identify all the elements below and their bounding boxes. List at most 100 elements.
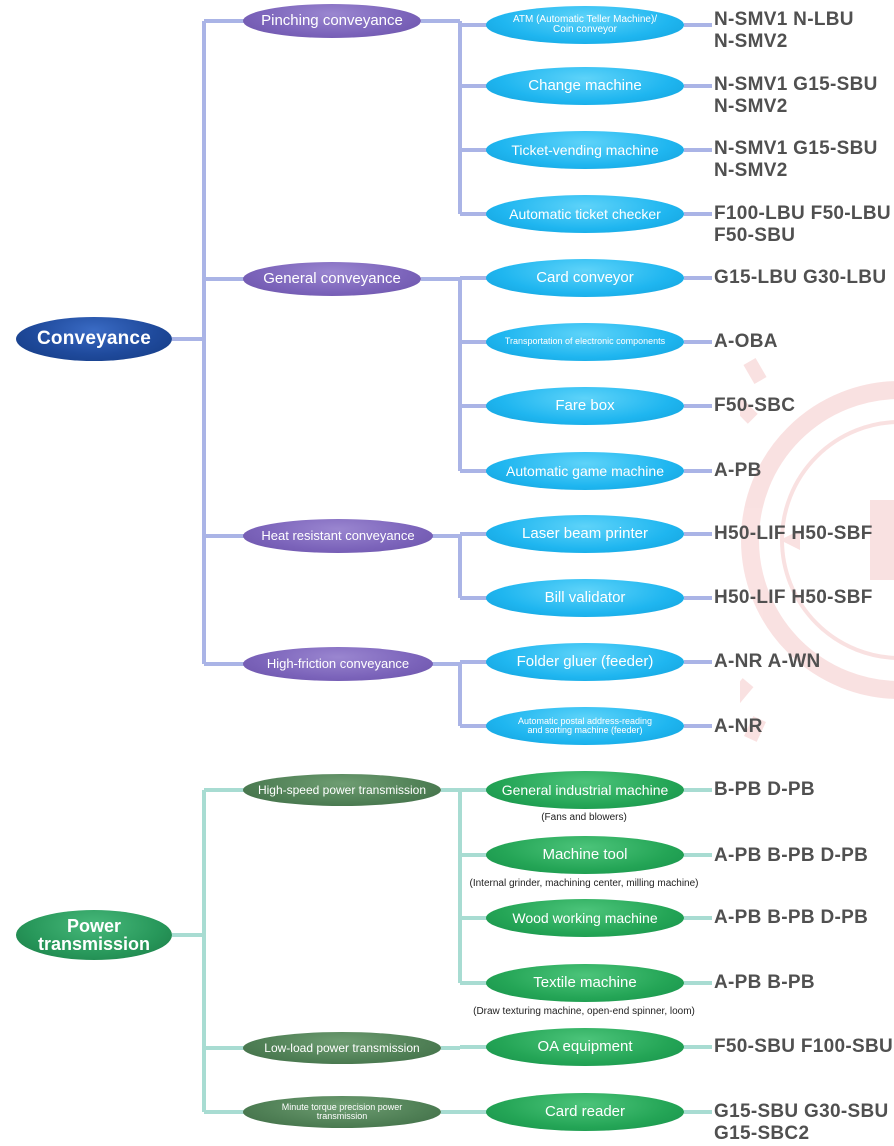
group-label: High-speed power transmission bbox=[257, 782, 427, 797]
leaf-label: Automatic postal address-reading and sor… bbox=[517, 715, 653, 735]
group-label: Low-load power transmission bbox=[264, 1040, 420, 1055]
leaf-card-reader: Card reader bbox=[486, 1093, 684, 1131]
model-line: A-NR A-WN bbox=[714, 651, 821, 672]
model-line: N-SMV1 G15-SBU bbox=[714, 138, 878, 159]
models-ticket-vending-machine: N-SMV1 G15-SBU N-SMV2 bbox=[714, 138, 878, 182]
leaf-change-machine: Change machine bbox=[486, 67, 684, 105]
group-label: General conveyance bbox=[263, 270, 401, 288]
leaf-folder-gluer-feeder: Folder gluer (feeder) bbox=[486, 643, 684, 681]
leaf-label: Automatic game machine bbox=[506, 462, 664, 479]
models-general-industrial-machine: B-PB D-PB bbox=[714, 779, 815, 801]
leaf-general-industrial-machine: General industrial machine bbox=[486, 771, 684, 809]
models-atm-coin-conveyor: N-SMV1 N-LBU N-SMV2 bbox=[714, 9, 854, 53]
models-bill-validator: H50-LIF H50-SBF bbox=[714, 587, 873, 609]
leaf-ticket-vending-machine: Ticket-vending machine bbox=[486, 131, 684, 169]
model-line: H50-LIF H50-SBF bbox=[714, 587, 873, 608]
group-label: Heat resistant conveyance bbox=[261, 528, 415, 544]
models-folder-gluer-feeder: A-NR A-WN bbox=[714, 651, 820, 673]
seal-logo-icon bbox=[740, 357, 894, 742]
note-machine-tool: (Internal grinder, machining center, mil… bbox=[469, 878, 699, 889]
conveyance-root-label: Conveyance bbox=[37, 328, 151, 350]
group-high-speed-power-transmission: High-speed power transmission bbox=[243, 774, 441, 806]
model-line: N-SMV2 bbox=[714, 160, 788, 181]
leaf-bill-validator: Bill validator bbox=[486, 579, 684, 617]
model-line: F50-SBU F100-SBU bbox=[714, 1036, 894, 1057]
model-line: A-PB bbox=[714, 460, 762, 481]
model-line: G15-SBC2 bbox=[714, 1123, 810, 1144]
models-automatic-ticket-checker: F100-LBU F50-LBU F50-SBU bbox=[714, 203, 891, 247]
models-card-conveyor: G15-LBU G30-LBU bbox=[714, 267, 886, 289]
model-line: N-SMV2 bbox=[714, 31, 788, 52]
leaf-wood-working-machine: Wood working machine bbox=[486, 899, 684, 937]
leaf-automatic-ticket-checker: Automatic ticket checker bbox=[486, 195, 684, 233]
leaf-label: Textile machine bbox=[533, 974, 637, 992]
leaf-label: Card reader bbox=[544, 1103, 626, 1121]
model-line: F50-SBC bbox=[714, 395, 796, 416]
group-label: Minute torque precision power transmissi… bbox=[281, 1101, 403, 1121]
leaf-label: Folder gluer (feeder) bbox=[516, 653, 654, 671]
models-laser-beam-printer: H50-LIF H50-SBF bbox=[714, 523, 873, 545]
group-minute-torque-precision: Minute torque precision power transmissi… bbox=[243, 1096, 441, 1128]
group-pinching-conveyance: Pinching conveyance bbox=[243, 4, 421, 38]
model-line: G15-LBU G30-LBU bbox=[714, 267, 887, 288]
model-line: A-OBA bbox=[714, 331, 778, 352]
group-low-load-power-transmission: Low-load power transmission bbox=[243, 1032, 441, 1064]
power-transmission-root-node: Power transmission bbox=[16, 910, 172, 960]
model-line: A-PB B-PB D-PB bbox=[714, 845, 869, 866]
conveyance-root-node: Conveyance bbox=[16, 317, 172, 361]
leaf-label: Laser beam printer bbox=[522, 525, 648, 543]
models-card-reader: G15-SBU G30-SBU G15-SBC2 bbox=[714, 1101, 889, 1145]
leaf-label: Card conveyor bbox=[536, 269, 634, 287]
leaf-textile-machine: Textile machine bbox=[486, 964, 684, 1002]
model-line: A-PB B-PB bbox=[714, 972, 815, 993]
note-textile-machine: (Draw texturing machine, open-end spinne… bbox=[473, 1006, 695, 1017]
model-line: N-SMV2 bbox=[714, 96, 788, 117]
leaf-label: Wood working machine bbox=[512, 909, 658, 926]
leaf-label: Bill validator bbox=[544, 589, 626, 607]
models-machine-tool: A-PB B-PB D-PB bbox=[714, 845, 868, 867]
group-high-friction-conveyance: High-friction conveyance bbox=[243, 647, 433, 681]
leaf-automatic-game-machine: Automatic game machine bbox=[486, 452, 684, 490]
leaf-laser-beam-printer: Laser beam printer bbox=[486, 515, 684, 553]
group-label: High-friction conveyance bbox=[266, 656, 410, 672]
model-line: H50-LIF H50-SBF bbox=[714, 523, 873, 544]
model-line: N-SMV1 N-LBU bbox=[714, 9, 854, 30]
models-automatic-game-machine: A-PB bbox=[714, 460, 762, 482]
models-textile-machine: A-PB B-PB bbox=[714, 972, 815, 994]
model-line: F100-LBU F50-LBU bbox=[714, 203, 891, 224]
model-line: B-PB D-PB bbox=[714, 779, 815, 800]
leaf-label: Transportation of electronic components bbox=[504, 336, 666, 347]
models-wood-working-machine: A-PB B-PB D-PB bbox=[714, 907, 868, 929]
leaf-label: OA equipment bbox=[537, 1038, 633, 1056]
leaf-fare-box: Fare box bbox=[486, 387, 684, 425]
leaf-label: Ticket-vending machine bbox=[511, 141, 659, 158]
model-line: A-NR bbox=[714, 716, 763, 737]
leaf-oa-equipment: OA equipment bbox=[486, 1028, 684, 1066]
power-root-label: Power transmission bbox=[37, 916, 151, 954]
models-fare-box: F50-SBC bbox=[714, 395, 795, 417]
leaf-machine-tool: Machine tool bbox=[486, 836, 684, 874]
model-line: A-PB B-PB D-PB bbox=[714, 907, 869, 928]
group-heat-resistant-conveyance: Heat resistant conveyance bbox=[243, 519, 433, 553]
leaf-postal-address-sorting-machine: Automatic postal address-reading and sor… bbox=[486, 707, 684, 745]
models-postal-address-sorting-machine: A-NR bbox=[714, 716, 763, 738]
model-line: N-SMV1 G15-SBU bbox=[714, 74, 878, 95]
leaf-label: ATM (Automatic Teller Machine)/ Coin con… bbox=[512, 13, 658, 35]
leaf-label: Change machine bbox=[528, 77, 642, 95]
leaf-label: Machine tool bbox=[542, 846, 628, 864]
leaf-transportation-electronic-components: Transportation of electronic components bbox=[486, 323, 684, 361]
model-line: G15-SBU G30-SBU bbox=[714, 1101, 889, 1122]
leaf-label: Automatic ticket checker bbox=[509, 205, 661, 222]
leaf-label: Fare box bbox=[555, 397, 615, 415]
models-oa-equipment: F50-SBU F100-SBU bbox=[714, 1036, 893, 1058]
models-transportation-electronic-components: A-OBA bbox=[714, 331, 778, 353]
leaf-atm-coin-conveyor: ATM (Automatic Teller Machine)/ Coin con… bbox=[486, 6, 684, 44]
group-general-conveyance: General conveyance bbox=[243, 262, 421, 296]
group-label: Pinching conveyance bbox=[261, 12, 403, 30]
model-line: F50-SBU bbox=[714, 225, 796, 246]
note-fans-blowers: (Fans and blowers) bbox=[541, 812, 627, 823]
leaf-card-conveyor: Card conveyor bbox=[486, 259, 684, 297]
models-change-machine: N-SMV1 G15-SBU N-SMV2 bbox=[714, 74, 878, 118]
leaf-label: General industrial machine bbox=[501, 781, 669, 798]
